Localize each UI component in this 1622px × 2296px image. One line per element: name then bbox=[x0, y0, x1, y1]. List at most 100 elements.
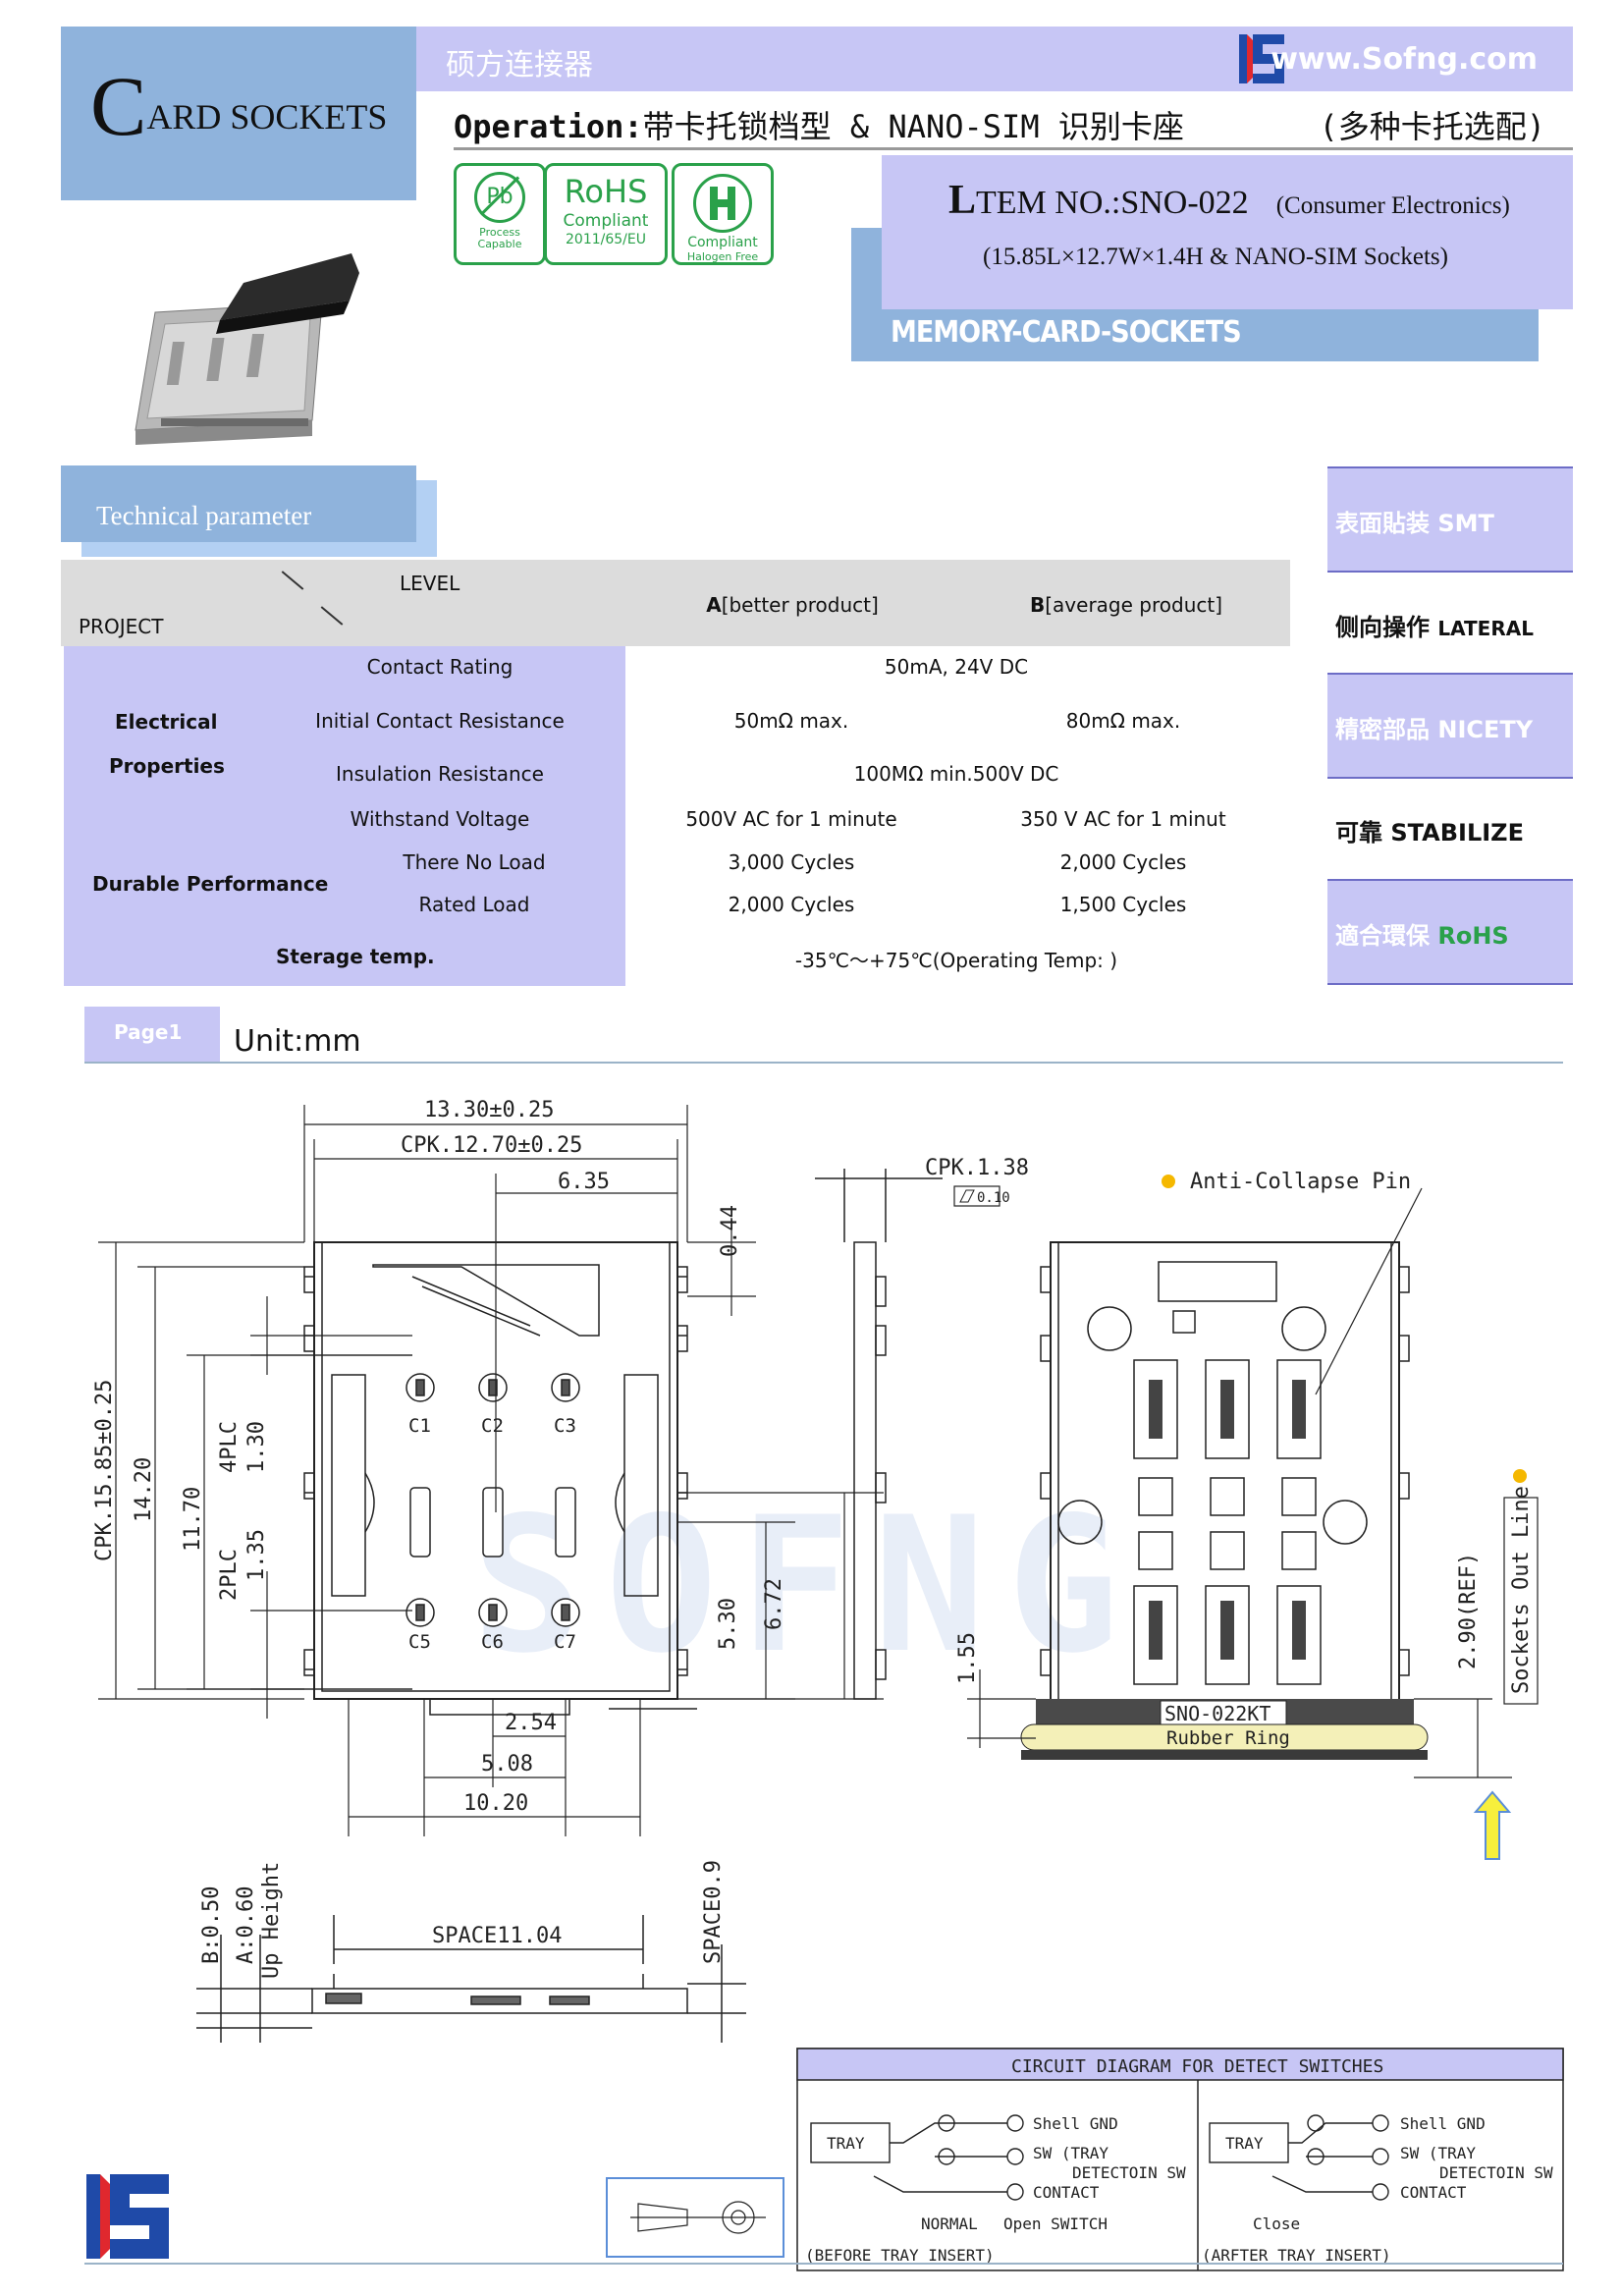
row-label: There No Load bbox=[403, 850, 546, 874]
sofng-logo-icon bbox=[1239, 34, 1284, 83]
memory-card-label: MEMORY-CARD-SOCKETS bbox=[891, 315, 1242, 350]
dim-cpk-length: CPK.15.85±0.25 bbox=[92, 1380, 117, 1561]
storage-value: -35℃～+75℃(Operating Temp: ) bbox=[794, 949, 1118, 972]
contact-label: C7 bbox=[554, 1631, 576, 1653]
dim-space-09: SPACE0.9 bbox=[701, 1860, 726, 1964]
projection-symbol-icon bbox=[606, 2177, 784, 2258]
group-durable: Durable Performance bbox=[92, 872, 329, 896]
row-label: Rated Load bbox=[418, 893, 530, 916]
front-view bbox=[303, 1241, 697, 1716]
header-grade-a: A[better product] bbox=[706, 593, 879, 617]
page-tab[interactable]: Page1 bbox=[84, 1007, 220, 1064]
row-value-span: 100MΩ min.500V DC bbox=[853, 762, 1059, 786]
rohs-badge: RoHS Compliant 2011/65/EU bbox=[544, 163, 668, 265]
header-project: PROJECT bbox=[79, 615, 164, 638]
row-value-a: 3,000 Cycles bbox=[728, 850, 855, 874]
contact-label: C1 bbox=[408, 1415, 431, 1437]
part-label-box bbox=[1160, 1700, 1287, 1725]
row-label: Insulation Resistance bbox=[336, 762, 544, 786]
dim-up-height: Up Height bbox=[259, 1862, 284, 1979]
rubber-ring-label: Rubber Ring bbox=[1166, 1727, 1290, 1749]
header-level: LEVEL bbox=[400, 572, 460, 595]
dim-w-508: 5.08 bbox=[481, 1752, 533, 1777]
halogen-free-badge: Compliant Halogen Free bbox=[672, 163, 774, 265]
svg-text:DETECTOIN SW: DETECTOIN SW bbox=[1439, 2163, 1553, 2182]
row-value-b: 350 V AC for 1 minut bbox=[1020, 807, 1226, 831]
dim-space-1104: SPACE11.04 bbox=[432, 1924, 562, 1948]
dim-top-offset: 0.44 bbox=[718, 1205, 742, 1257]
dim-h-672: 6.72 bbox=[762, 1578, 786, 1630]
tech-parameter-title: Technical parameter bbox=[96, 501, 312, 530]
row-value-a: 50mΩ max. bbox=[733, 709, 849, 733]
title-banner: CARD SOCKETS bbox=[61, 27, 416, 200]
website-link[interactable]: www.Sofng.com bbox=[1271, 42, 1538, 77]
contact-springs bbox=[1149, 1380, 1306, 1660]
svg-text:CONTACT: CONTACT bbox=[1033, 2183, 1100, 2202]
dim-overall-width: 13.30±0.25 bbox=[424, 1098, 554, 1122]
footer-logo-icon bbox=[86, 2174, 169, 2259]
group-electrical: Electrical bbox=[115, 710, 218, 734]
part-label: SNO-022KT bbox=[1164, 1702, 1271, 1725]
contact-label: C6 bbox=[481, 1631, 504, 1653]
dim-pitch-130: 1.30 bbox=[244, 1421, 269, 1473]
dim-w-254: 2.54 bbox=[505, 1711, 557, 1735]
svg-text:SW (TRAY: SW (TRAY bbox=[1400, 2144, 1476, 2162]
flatness-frame bbox=[953, 1185, 1000, 1207]
dim-4plc: 4PLC bbox=[217, 1421, 242, 1473]
svg-text:CONTACT: CONTACT bbox=[1400, 2183, 1467, 2202]
tray-label: TRAY bbox=[827, 2134, 865, 2153]
page-title: CARD SOCKETS bbox=[90, 59, 388, 153]
lower-side-view bbox=[196, 1915, 746, 2043]
svg-text:Open SWITCH: Open SWITCH bbox=[1003, 2214, 1108, 2233]
row-value-b: 1,500 Cycles bbox=[1059, 893, 1187, 916]
dim-a-060: A:0.60 bbox=[234, 1886, 258, 1964]
anti-collapse-dot bbox=[1162, 1175, 1175, 1188]
watermark: SOFNG bbox=[471, 1477, 1141, 1694]
contact-label: C5 bbox=[408, 1631, 431, 1653]
insert-arrow-icon bbox=[1473, 1790, 1512, 1860]
svg-text:Shell GND: Shell GND bbox=[1033, 2114, 1118, 2133]
halogen-icon bbox=[693, 174, 752, 233]
contact-label: C2 bbox=[481, 1415, 504, 1437]
svg-text:DETECTOIN SW: DETECTOIN SW bbox=[1072, 2163, 1186, 2182]
feature-rohs: 適合環保 RoHS bbox=[1327, 879, 1573, 985]
dim-len-1420: 14.20 bbox=[132, 1457, 156, 1522]
feature-stabilize: 可靠 STABILIZE bbox=[1335, 819, 1524, 847]
circuit-diagram-box bbox=[796, 2048, 1564, 2271]
sockets-out-dot bbox=[1513, 1469, 1527, 1483]
dim-h-530: 5.30 bbox=[716, 1598, 740, 1650]
row-label: Initial Contact Resistance bbox=[315, 709, 565, 733]
operation-label: Operation: bbox=[454, 108, 643, 145]
contact-label: C3 bbox=[554, 1415, 576, 1437]
tech-parameter-banner: Technical parameter bbox=[61, 465, 416, 542]
header-grade-b: B[average product] bbox=[1029, 593, 1223, 617]
feature-lateral: 侧向操作 LATERAL bbox=[1335, 614, 1534, 641]
circuit-after bbox=[1209, 2114, 1389, 2201]
unit-label: Unit:mm bbox=[234, 1024, 361, 1059]
dim-half-width: 6.35 bbox=[558, 1170, 610, 1194]
group-properties: Properties bbox=[109, 754, 225, 778]
flatness-icon bbox=[959, 1189, 975, 1203]
row-value-b: 80mΩ max. bbox=[1065, 709, 1181, 733]
sockets-out-label: Sockets Out Line bbox=[1509, 1486, 1534, 1694]
svg-text:Close: Close bbox=[1253, 2214, 1300, 2233]
row-value-b: 2,000 Cycles bbox=[1059, 850, 1187, 874]
row-value-a: 2,000 Cycles bbox=[728, 893, 855, 916]
anti-collapse-label: Anti-Collapse Pin bbox=[1190, 1170, 1411, 1194]
item-info-box: LTEM NO.:SNO-022(Consumer Electronics) (… bbox=[882, 155, 1573, 309]
pb-badge: Pb Process Capable bbox=[454, 163, 546, 265]
item-dimensions: (15.85L×12.7W×1.4H & NANO-SIM Sockets) bbox=[983, 244, 1448, 270]
row-value-a: 500V AC for 1 minute bbox=[685, 807, 897, 831]
tray-label: TRAY bbox=[1225, 2134, 1264, 2153]
row-value-span: 50mA, 24V DC bbox=[884, 655, 1029, 679]
row-label: Contact Rating bbox=[366, 655, 514, 679]
dim-w-1020: 10.20 bbox=[463, 1791, 528, 1816]
feature-nicety: 精密部品 NICETY bbox=[1327, 673, 1573, 779]
svg-text:NORMAL: NORMAL bbox=[921, 2214, 978, 2233]
svg-text:Shell GND: Shell GND bbox=[1400, 2114, 1486, 2133]
company-bar: 硕方连接器 www.Sofng.com bbox=[416, 27, 1573, 91]
circuit-title: CIRCUIT DIAGRAM FOR DETECT SWITCHES bbox=[1011, 2056, 1383, 2077]
operation-note: (多种卡托选配) bbox=[1319, 108, 1545, 145]
operation-text: 带卡托锁档型 & NANO-SIM 识别卡座 bbox=[642, 108, 1184, 145]
